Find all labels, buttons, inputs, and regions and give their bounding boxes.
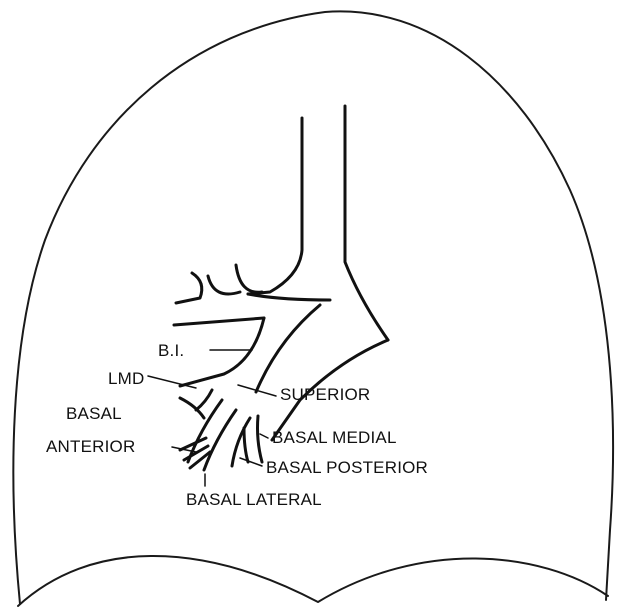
label-lmd: LMD [108, 369, 145, 388]
label-basal-medial: BASAL MEDIAL [272, 428, 397, 447]
leader-lmd [148, 376, 196, 388]
leader-basal-medial [260, 434, 268, 438]
lung-outline [13, 11, 613, 604]
leader-basal-posterior [240, 458, 262, 466]
bronchus-wall-left [248, 118, 302, 294]
label-basal-anterior-line1: BASAL [66, 404, 122, 423]
label-superior: SUPERIOR [280, 385, 370, 404]
branch-superior-trunk [256, 305, 320, 392]
branch-bi-lower [180, 318, 264, 386]
branch-upper-3 [236, 265, 262, 292]
branch-lower-d [258, 416, 263, 462]
label-basal-posterior: BASAL POSTERIOR [266, 458, 428, 477]
diaphragm-contour [18, 556, 608, 606]
branch-lower-e [244, 428, 248, 462]
label-bi: B.I. [158, 341, 184, 360]
branch-lower-a [188, 400, 222, 462]
branch-middle [248, 294, 330, 300]
branch-upper-2 [208, 276, 240, 294]
branch-bi-upper [174, 318, 264, 325]
branch-upper-1 [176, 273, 202, 303]
bronchus-wall-right [345, 106, 388, 340]
branch-lower-g [196, 390, 212, 410]
label-basal-lateral: BASAL LATERAL [186, 490, 322, 509]
label-basal-anterior-line2: ANTERIOR [46, 437, 135, 456]
